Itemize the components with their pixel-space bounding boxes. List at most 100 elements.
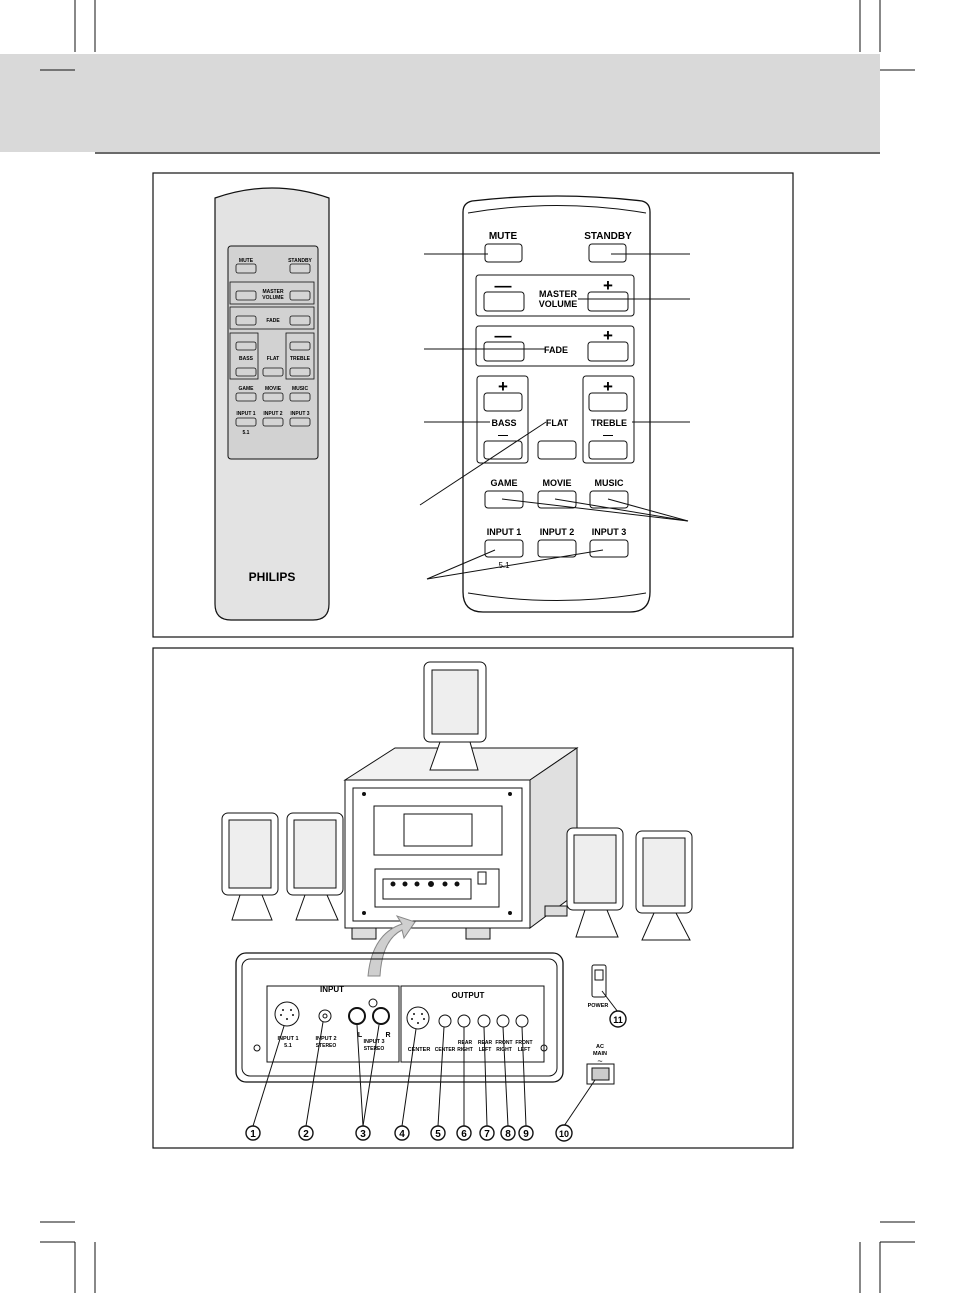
input1-label: INPUT 1	[487, 527, 522, 537]
input1-din-socket[interactable]	[274, 1001, 300, 1027]
crop-marks	[40, 0, 915, 1293]
front-right-speaker-b	[635, 830, 693, 941]
fade-minus-sign: —	[495, 326, 512, 345]
output-section	[400, 985, 545, 1063]
input3-button[interactable]	[589, 539, 629, 558]
remote-figure-frame	[152, 172, 794, 638]
input1-button[interactable]	[484, 539, 524, 558]
treble-minus-button[interactable]	[588, 440, 628, 460]
ac-main-label-1: AC	[596, 1044, 604, 1050]
small-movie-label: MOVIE	[265, 386, 282, 392]
callout-9: 9	[518, 1125, 534, 1141]
svg-text:3: 3	[360, 1129, 366, 1140]
input-section-title: INPUT	[320, 985, 344, 994]
svg-text:2: 2	[303, 1129, 309, 1140]
callout-4: 4	[394, 1125, 410, 1141]
callout-5: 5	[430, 1125, 446, 1141]
panel-input2-label-1: INPUT 2	[315, 1036, 336, 1042]
input2-button[interactable]	[537, 539, 577, 558]
fade-minus-button[interactable]	[483, 341, 525, 362]
mute-button[interactable]	[484, 243, 523, 263]
small-input1-label: INPUT 1	[236, 411, 255, 417]
panel-input1-label-2: 5.1	[284, 1043, 292, 1049]
front-right-output-jack[interactable]	[496, 1014, 510, 1028]
treble-group	[582, 375, 635, 464]
svg-text:1: 1	[250, 1129, 256, 1140]
remote-leader-lines	[419, 253, 690, 580]
ac-symbol: ~	[597, 1056, 602, 1066]
small-flat-label: FLAT	[267, 356, 279, 362]
callout-7: 7	[479, 1125, 495, 1141]
standby-button[interactable]	[588, 243, 627, 263]
front-left-label-1: FRONT	[515, 1040, 532, 1046]
standby-label: STANDBY	[584, 231, 632, 242]
satellite-speakers	[221, 661, 693, 941]
small-fade-label: FADE	[266, 318, 280, 324]
rear-right-output-jack[interactable]	[457, 1014, 471, 1028]
input2-stereo-jack[interactable]	[318, 1009, 332, 1023]
small-input1-sub: 5.1	[243, 430, 250, 436]
front-right-speaker-a	[566, 827, 624, 938]
treble-plus-button[interactable]	[588, 392, 628, 412]
mute-label: MUTE	[489, 231, 518, 242]
panel-leader-lines	[252, 990, 619, 1127]
front-left-output-jack[interactable]	[515, 1014, 529, 1028]
power-and-ac: POWER AC MAIN ~	[586, 964, 615, 1085]
master-minus-sign: —	[495, 276, 512, 295]
flat-label: FLAT	[546, 418, 569, 428]
treble-minus-sign: —	[603, 430, 613, 441]
remote-overview: MUTE STANDBY MASTER VOLUME FADE BASS FLA…	[214, 187, 330, 621]
bass-group	[476, 375, 529, 464]
svg-text:6: 6	[461, 1129, 467, 1140]
system-figure-frame	[152, 647, 794, 1149]
center-din-output[interactable]	[406, 1006, 430, 1030]
small-standby-label: STANDBY	[288, 258, 312, 264]
remote-detail: MUTE STANDBY — MASTER VOLUME + — FADE + …	[462, 195, 651, 613]
center-output-jack[interactable]	[438, 1014, 452, 1028]
rear-left-output-jack[interactable]	[477, 1014, 491, 1028]
zoom-arrow	[367, 915, 416, 977]
small-game-label: GAME	[239, 386, 255, 392]
bass-label: BASS	[491, 418, 516, 428]
fade-plus-button[interactable]	[587, 341, 629, 362]
svg-text:9: 9	[523, 1129, 529, 1140]
small-music-label: MUSIC	[292, 386, 309, 392]
center-jack-label: CENTER	[435, 1047, 456, 1053]
input1-sub-label: 5.1	[498, 561, 510, 570]
front-left-label-2: LEFT	[518, 1047, 531, 1053]
panel-input3-label-1: INPUT 3	[363, 1039, 384, 1045]
master-label-1: MASTER	[539, 289, 578, 299]
flat-button[interactable]	[537, 440, 577, 460]
callout-8: 8	[500, 1125, 516, 1141]
panel-input1-label-1: INPUT 1	[277, 1036, 298, 1042]
center-din-label: CENTER	[408, 1047, 431, 1053]
callout-6: 6	[456, 1125, 472, 1141]
input-section	[266, 985, 400, 1063]
power-label: POWER	[588, 1003, 609, 1009]
small-bass-label: BASS	[239, 356, 254, 362]
master-plus-sign: +	[603, 276, 613, 295]
input2-label: INPUT 2	[540, 527, 575, 537]
callout-markers: 1 2 3 4 5 6 7 8 9 10 11	[245, 1010, 627, 1142]
master-volume-plus-button[interactable]	[587, 291, 629, 312]
bass-minus-sign: —	[498, 430, 508, 441]
subwoofer	[343, 747, 579, 940]
master-volume-group	[475, 274, 635, 317]
input3-right-label: R	[385, 1032, 390, 1039]
game-label: GAME	[491, 478, 518, 488]
treble-label: TREBLE	[591, 418, 627, 428]
ground-screw	[368, 998, 378, 1008]
rear-left-label-1: REAR	[478, 1040, 493, 1046]
input3-left-rca[interactable]	[348, 1007, 366, 1025]
input3-left-label: L	[358, 1032, 363, 1039]
master-volume-minus-button[interactable]	[483, 291, 525, 312]
movie-label: MOVIE	[542, 478, 571, 488]
panel-input2-label-2: STEREO	[316, 1043, 337, 1049]
svg-text:5: 5	[435, 1129, 441, 1140]
fade-group	[475, 325, 635, 367]
fade-label: FADE	[544, 345, 568, 355]
input3-right-rca[interactable]	[372, 1007, 390, 1025]
svg-text:4: 4	[399, 1129, 405, 1140]
bass-plus-button[interactable]	[483, 392, 523, 412]
ac-main-label-2: MAIN	[593, 1051, 607, 1057]
